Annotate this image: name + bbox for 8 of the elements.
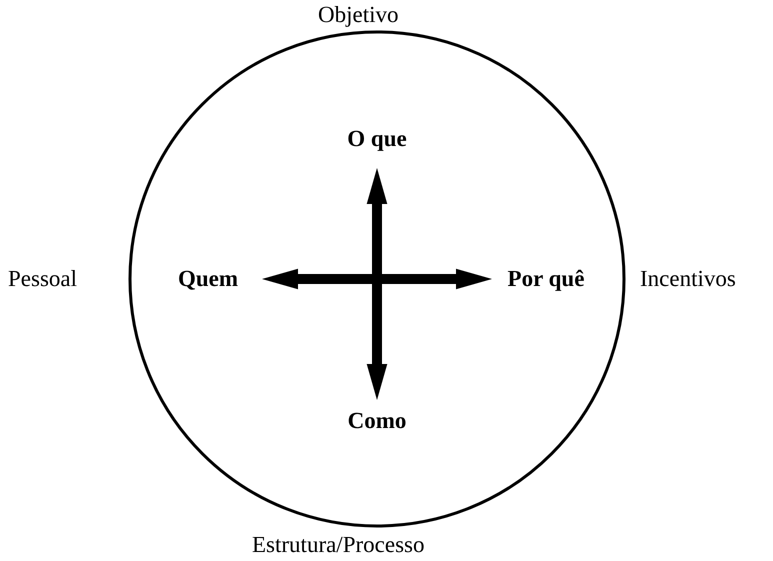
node-label: Como: [327, 406, 427, 436]
axis-label: Pessoal: [8, 265, 77, 293]
node-label: O que: [327, 124, 427, 154]
axis-label: Incentivos: [640, 265, 736, 293]
axis-label: Estrutura/Processo: [252, 531, 424, 559]
node-label: Quem: [158, 264, 258, 294]
axis-label: Objetivo: [318, 1, 398, 29]
node-label: Por quê: [490, 264, 602, 294]
